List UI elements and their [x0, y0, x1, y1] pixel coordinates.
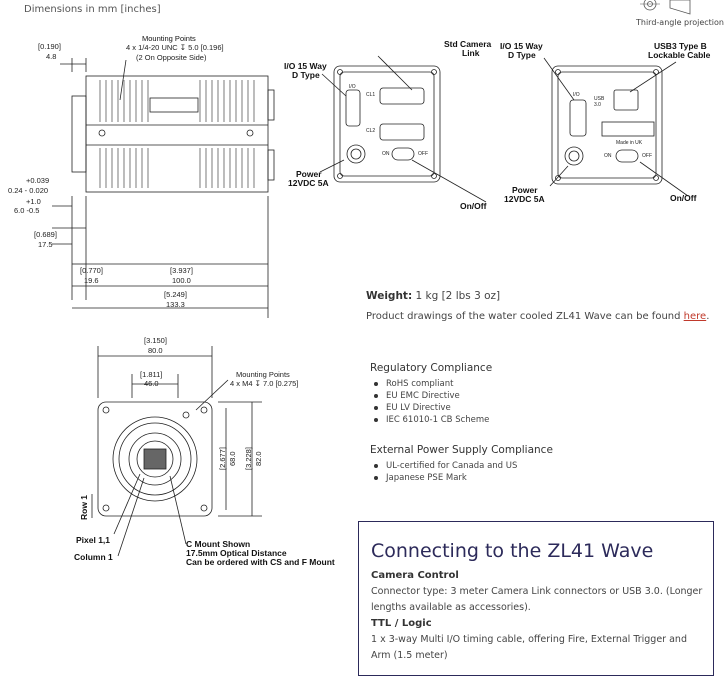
usb-power-label-2: 12VDC 5A	[504, 194, 545, 204]
list-item: EU LV Directive	[370, 402, 489, 414]
mounting-points-title: Mounting Points	[142, 34, 196, 43]
dim-left-tol3: +1.0	[26, 197, 41, 206]
product-drawings-link[interactable]: here	[683, 311, 707, 322]
pixel-label: Pixel 1,1	[76, 535, 111, 545]
face-dim-top-in: [3.150]	[144, 336, 167, 345]
usb-on-label: ON	[604, 153, 612, 159]
face-dim-r1-in: [2.677]	[218, 447, 227, 470]
cl-off-label: OFF	[418, 151, 428, 157]
lens-mount-side	[71, 95, 87, 173]
cl-io-port-label: I/O	[349, 84, 356, 90]
face-dim-r2-mm: 82.0	[254, 451, 263, 466]
dim-left2-in: [0.689]	[34, 230, 57, 239]
dim-top-mm: 4.8	[46, 52, 57, 61]
regulatory-title: Regulatory Compliance	[370, 362, 493, 374]
product-note-end: .	[706, 311, 710, 322]
weight-value: 1 kg [2 lbs 3 oz]	[415, 290, 501, 302]
face-dim-top-mm: 80.0	[148, 346, 163, 355]
projection-label: Third-angle projection	[636, 18, 724, 27]
ttl-text: 1 x 3-way Multi I/O timing cable, offeri…	[371, 634, 687, 661]
mounting-points-note: (2 On Opposite Side)	[136, 53, 207, 62]
cl-io-label-1: I/O 15 Way	[284, 61, 327, 71]
list-item: IEC 61010-1 CB Scheme	[370, 414, 489, 426]
mounting-points-spec: 4 x 1/4-20 UNC ↧ 5.0 [0.196]	[126, 43, 224, 52]
ttl-heading: TTL / Logic	[371, 618, 432, 629]
list-item: RoHS compliant	[370, 378, 489, 390]
cl-onoff-label: On/Off	[460, 201, 487, 211]
usb-off-label: OFF	[642, 153, 652, 159]
cmount-label-1: C Mount Shown	[186, 539, 251, 549]
face-mount-spec: 4 x M4 ↧ 7.0 [0.275]	[230, 379, 299, 388]
camera-control-text: Connector type: 3 meter Camera Link conn…	[371, 586, 703, 613]
std-label-1: Std Camera	[444, 39, 492, 49]
dim-b2-in: [3.937]	[170, 266, 193, 275]
dim-left-tol4: 6.0 -0.5	[14, 206, 40, 215]
usb-label-1: USB3 Type B	[654, 41, 707, 51]
usb-io-label-1: I/O 15 Way	[500, 41, 543, 51]
list-item: UL-certified for Canada and US	[370, 460, 517, 472]
dimensions-note: Dimensions in mm [inches]	[24, 4, 161, 15]
std-label-2: Link	[462, 48, 480, 58]
cl-power-label-2: 12VDC 5A	[288, 178, 329, 188]
cl-io-label-2: D Type	[292, 70, 320, 80]
usb-io-port-label: I/O	[573, 92, 580, 98]
usb-power-label-1: Power	[512, 185, 538, 195]
cl-on-label: ON	[382, 151, 390, 157]
rear-view-usb	[543, 57, 689, 197]
face-dim-inner-in: [1.811]	[140, 370, 163, 379]
cmount-label-2: 17.5mm Optical Distance	[186, 548, 287, 558]
dim-b1-in: [0.770]	[80, 266, 103, 275]
usb-io-label-2: D Type	[508, 50, 536, 60]
rear-view-camera-link	[319, 55, 487, 203]
dim-left-tol2: 0.24 - 0.020	[8, 186, 49, 195]
dim-left-tol1: +0.039	[26, 176, 50, 185]
product-note-text: Product drawings of the water cooled ZL4…	[366, 311, 681, 322]
list-item: EU EMC Directive	[370, 390, 489, 402]
weight-label: Weight:	[366, 290, 413, 302]
usb-onoff-label: On/Off	[670, 193, 697, 203]
dim-b3-mm: 133.3	[166, 300, 185, 309]
power-supply-list: UL-certified for Canada and US Japanese …	[370, 460, 517, 484]
column-label: Column 1	[74, 552, 113, 562]
cmount-label-3: Can be ordered with CS and F Mount	[186, 557, 335, 567]
dim-b3-in: [5.249]	[164, 290, 187, 299]
usb-label-2: Lockable Cable	[648, 50, 711, 60]
cl-power-label-1: Power	[296, 169, 322, 179]
power-supply-title: External Power Supply Compliance	[370, 444, 553, 456]
cl2-label: CL2	[366, 128, 376, 134]
dim-top-in: [0.190]	[38, 42, 61, 51]
camera-body-side	[85, 75, 269, 193]
face-dim-inner-mm: 46.0	[144, 379, 159, 388]
regulatory-list: RoHS compliant EU EMC Directive EU LV Di…	[370, 378, 489, 426]
face-dim-r1-mm: 68.0	[228, 451, 237, 466]
face-view	[91, 346, 262, 557]
list-item: Japanese PSE Mark	[370, 472, 517, 484]
connecting-box: Connecting to the ZL41 Wave Camera Contr…	[358, 521, 714, 676]
product-note: Product drawings of the water cooled ZL4…	[366, 311, 709, 322]
usb-port-label: USB 3.0	[594, 96, 605, 108]
face-mount-title: Mounting Points	[236, 370, 290, 379]
dim-left2-mm: 17.5	[38, 240, 53, 249]
camera-control-heading: Camera Control	[371, 570, 459, 581]
weight-line: Weight: 1 kg [2 lbs 3 oz]	[366, 290, 500, 302]
face-dim-r2-in: [3.228]	[244, 447, 253, 470]
cl1-label: CL1	[366, 92, 376, 98]
made-in-label: Made in UK	[616, 140, 643, 146]
dim-b1-mm: 19.6	[84, 276, 99, 285]
dim-b2-mm: 100.0	[172, 276, 191, 285]
connecting-title: Connecting to the ZL41 Wave	[371, 540, 654, 562]
third-angle-projection-icon	[640, 0, 691, 15]
row-label: Row 1	[79, 494, 89, 520]
